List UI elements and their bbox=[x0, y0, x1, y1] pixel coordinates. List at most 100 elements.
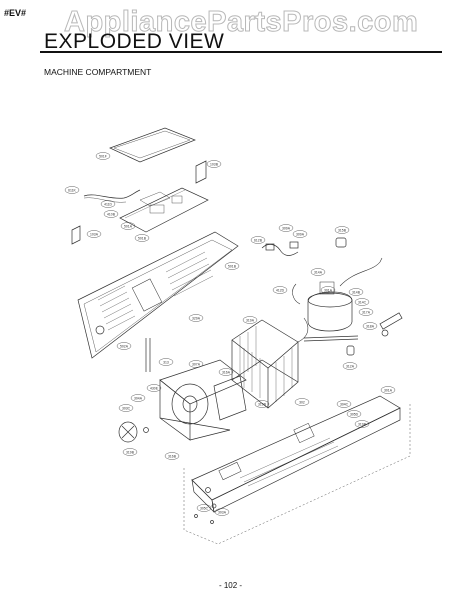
callout-text: 314C bbox=[358, 300, 367, 304]
callout-overload: 612B bbox=[250, 236, 266, 244]
callout-text: 501A bbox=[124, 224, 133, 228]
callout-text: 501F bbox=[99, 154, 107, 158]
fan-bracket bbox=[143, 427, 149, 433]
wire-harness bbox=[83, 189, 141, 203]
callout-text: 501B bbox=[138, 236, 147, 240]
callout-text: 316A bbox=[222, 370, 231, 374]
callout-clip-left: 103A bbox=[86, 230, 102, 238]
drier bbox=[379, 312, 403, 330]
callout-condenser: 319B bbox=[254, 400, 270, 408]
callout-text: 317A bbox=[362, 310, 371, 314]
section-subtitle: MACHINE COMPARTMENT bbox=[44, 67, 152, 77]
grommet bbox=[346, 345, 355, 356]
callout-text: 304C bbox=[340, 402, 349, 406]
callout-text: 316B bbox=[168, 454, 177, 458]
callout-fan-blade: 304A bbox=[130, 394, 146, 402]
callout-text: 309A bbox=[282, 226, 291, 230]
callout-text: 329A bbox=[192, 316, 201, 320]
callout-text: 303A bbox=[218, 510, 227, 514]
callout-text: 103A bbox=[90, 232, 99, 236]
callout-base-rail: 302 bbox=[294, 398, 310, 406]
callout-bracket-right: 103B bbox=[206, 160, 222, 168]
page-number: - 102 - bbox=[218, 581, 243, 590]
callout-drain-pipe: 502A bbox=[116, 342, 132, 350]
callout-fan-motor: 430E bbox=[146, 384, 162, 392]
callout-base-bolt: 304C bbox=[336, 400, 352, 408]
callout-text: 302 bbox=[299, 400, 305, 404]
callout-text: 314B bbox=[352, 290, 361, 294]
callout-relay-part: 411D bbox=[100, 200, 116, 208]
clip-left bbox=[71, 225, 81, 245]
callout-text: 305D bbox=[350, 412, 359, 416]
callout-relay-box: 314A bbox=[310, 268, 326, 276]
drain-pipe bbox=[145, 338, 151, 372]
callout-wire-harness: 611K bbox=[64, 186, 80, 194]
callout-text: 612B bbox=[254, 238, 263, 242]
base-screws bbox=[194, 514, 214, 524]
callout-cap-a: 309A bbox=[278, 224, 294, 232]
callout-back-cover: 501B bbox=[224, 262, 240, 270]
overload-relay bbox=[261, 237, 347, 256]
callout-bottom-screw-b: 303A bbox=[214, 508, 230, 516]
callout-text: 305C bbox=[200, 506, 209, 510]
valve bbox=[381, 329, 389, 337]
fan-assembly bbox=[159, 359, 247, 441]
callout-text: 319A bbox=[246, 318, 255, 322]
callout-cap-c: 315B bbox=[334, 226, 350, 234]
callout-pcb-base: 501B bbox=[134, 234, 150, 242]
callout-leg-a: 305D bbox=[346, 410, 362, 418]
callout-motor-clip: 316B bbox=[164, 452, 180, 460]
callout-text: 301A bbox=[324, 288, 333, 292]
bracket-right bbox=[195, 160, 207, 184]
callout-valve: 318A bbox=[362, 322, 378, 330]
condenser bbox=[231, 317, 309, 409]
callout-text: 319B bbox=[258, 402, 267, 406]
cover-plate bbox=[109, 127, 196, 163]
callout-cap-b: 309A bbox=[292, 230, 308, 238]
callout-text: 315B bbox=[338, 228, 347, 232]
callout-text: 430E bbox=[150, 386, 159, 390]
callout-text: 412D bbox=[276, 288, 285, 292]
base-plate bbox=[191, 395, 401, 514]
callout-grommet: 312A bbox=[342, 362, 358, 370]
callout-text: 318A bbox=[366, 324, 375, 328]
callout-cover-plate: 501F bbox=[95, 152, 111, 160]
callout-text: 319B bbox=[358, 422, 367, 426]
callout-pipe-c: 314C bbox=[354, 298, 370, 306]
callout-base-plate: 301A bbox=[380, 386, 396, 394]
callout-pipe-a: 412D bbox=[272, 286, 288, 294]
callout-text: 313 bbox=[163, 360, 169, 364]
callout-text: 411D bbox=[104, 202, 112, 206]
callout-base-screw: 319B bbox=[354, 420, 370, 428]
callout-text: 307A bbox=[192, 362, 201, 366]
callout-text: 314A bbox=[314, 270, 323, 274]
callout-text: 319B bbox=[126, 450, 135, 454]
callout-text: 103B bbox=[210, 162, 219, 166]
title-rule bbox=[40, 51, 442, 53]
callout-text: 303C bbox=[122, 406, 131, 410]
callout-text: 611K bbox=[68, 188, 76, 192]
ev-tag: #EV# bbox=[4, 8, 27, 18]
callout-fan-bracket: 303C bbox=[118, 404, 134, 412]
callout-fan-part: 313 bbox=[158, 358, 174, 366]
callout-text: 410B bbox=[107, 212, 116, 216]
back-cover bbox=[77, 231, 239, 359]
fan-blade bbox=[118, 421, 138, 443]
callout-fan-grille: 319B bbox=[122, 448, 138, 456]
callout-labels: 501F 103B 611K 411D 410B 501A 501B 103A … bbox=[64, 152, 396, 516]
callout-text: 502A bbox=[120, 344, 129, 348]
callout-condenser-pipe: 319A bbox=[242, 316, 258, 324]
callout-text: 309A bbox=[296, 232, 305, 236]
callout-pcb-part: 501A bbox=[120, 222, 136, 230]
callout-text: 501B bbox=[228, 264, 237, 268]
callout-fan-shroud: 307A bbox=[188, 360, 204, 368]
page-title: EXPLODED VIEW bbox=[44, 30, 225, 53]
callout-text: 312A bbox=[346, 364, 355, 368]
callout-pipe-b: 314B bbox=[348, 288, 364, 296]
callout-bottom-screw-a: 305C bbox=[196, 504, 212, 512]
watermark: AppliancePartsPros.com bbox=[63, 6, 419, 39]
callout-text: 301A bbox=[384, 388, 393, 392]
callout-text: 304A bbox=[134, 396, 143, 400]
compressor bbox=[292, 257, 383, 342]
